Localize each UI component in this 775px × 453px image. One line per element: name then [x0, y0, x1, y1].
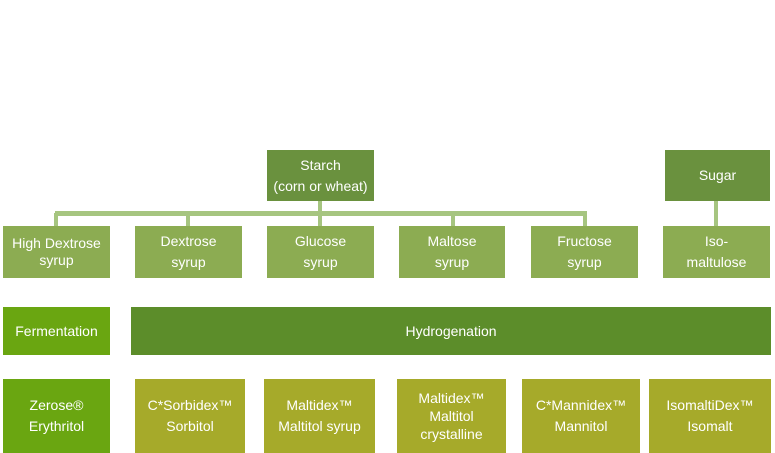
product-maltitol-crystalline: Maltidex™ Maltitol crystalline [397, 379, 506, 453]
syrup-dextrose: Dextrose syrup [135, 226, 242, 278]
starch-box: Starch (corn or wheat) [267, 150, 374, 201]
syrup-glucose: Glucose syrup [267, 226, 374, 278]
hydrogenation-bar: Hydrogenation [131, 307, 771, 355]
branch-maltose-connector [451, 213, 455, 226]
branch-high-dextrose-connector [54, 213, 58, 226]
fermentation-bar: Fermentation [3, 307, 110, 355]
syrup-isomaltulose: Iso- maltulose [663, 226, 770, 278]
product-maltitol-syrup: Maltidex™ Maltitol syrup [264, 379, 375, 453]
starch-stem-connector [318, 201, 322, 213]
syrup-maltose: Maltose syrup [399, 226, 505, 278]
sugar-connector [714, 201, 718, 226]
product-erythritol: Zerose® Erythritol [3, 379, 110, 453]
branch-fructose-connector [583, 213, 587, 226]
branch-glucose-connector [318, 213, 322, 226]
product-mannitol: C*Mannidex™ Mannitol [522, 379, 640, 453]
syrup-fructose: Fructose syrup [531, 226, 638, 278]
product-sorbitol: C*Sorbidex™ Sorbitol [135, 379, 245, 453]
sugar-box: Sugar [665, 150, 770, 201]
syrup-high-dextrose: High Dextrose syrup [3, 226, 110, 278]
branch-dextrose-connector [186, 213, 190, 226]
product-isomalt: IsomaltiDex™ Isomalt [649, 379, 771, 453]
